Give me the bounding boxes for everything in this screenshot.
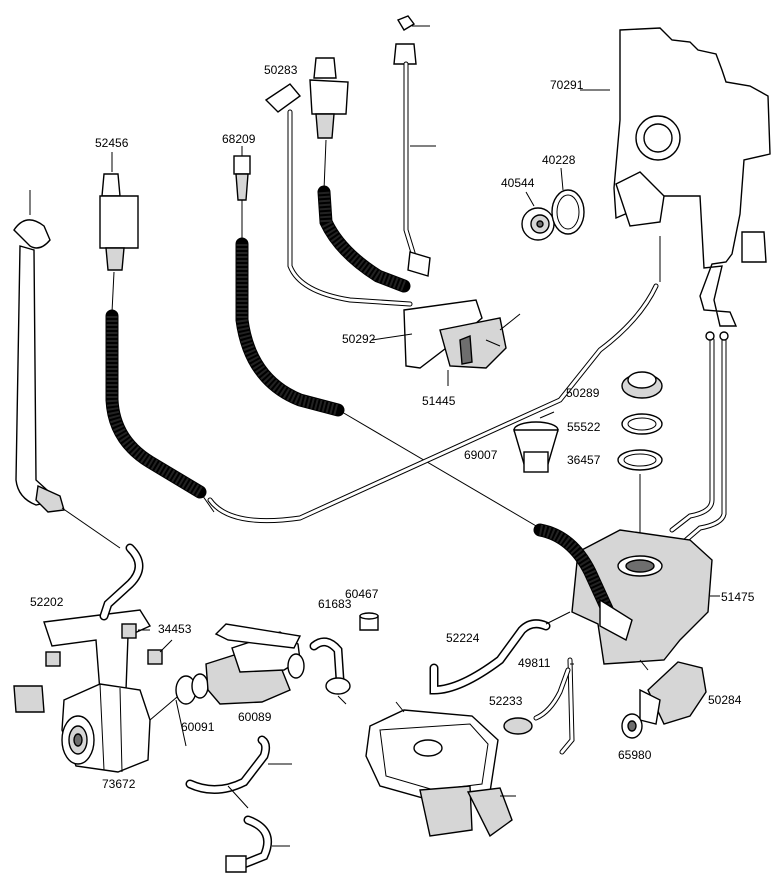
label-50292: 50292 bbox=[342, 332, 376, 346]
hose-left-to-pump bbox=[99, 543, 144, 621]
right-tubes bbox=[669, 331, 729, 543]
inlet-pipe-top bbox=[393, 15, 436, 277]
part-69007-filter bbox=[513, 411, 559, 473]
label-52233: 52233 bbox=[489, 694, 523, 708]
part-50289-55522-36457 bbox=[617, 371, 663, 560]
label-34453: 34453 bbox=[158, 622, 192, 636]
label-50289: 50289 bbox=[566, 386, 600, 400]
label-60091: 60091 bbox=[181, 720, 215, 734]
label-60089: 60089 bbox=[238, 710, 272, 724]
label-68209: 68209 bbox=[222, 132, 256, 146]
label-60467: 60467 bbox=[345, 587, 379, 601]
label-40228: 40228 bbox=[542, 153, 576, 167]
label-55522: 55522 bbox=[567, 420, 601, 434]
label-61683: 61683 bbox=[318, 597, 352, 611]
label-36457: 36457 bbox=[567, 453, 601, 467]
part-50292-51445-valve bbox=[371, 299, 521, 386]
part-50283-hose bbox=[264, 57, 413, 307]
part-50284-65980 bbox=[621, 659, 707, 739]
sump-base bbox=[365, 701, 516, 838]
label-50284: 50284 bbox=[708, 693, 742, 707]
label-49811: 49811 bbox=[518, 656, 551, 670]
part-70291-reservoir bbox=[580, 27, 771, 327]
drain-line bbox=[207, 283, 659, 524]
part-52224-hose bbox=[429, 611, 571, 695]
part-68209-hose bbox=[233, 146, 561, 541]
label-52224: 52224 bbox=[446, 631, 480, 645]
label-51475: 51475 bbox=[721, 590, 755, 604]
part-labels: 52456 50283 68209 70291 40544 40228 5029… bbox=[30, 63, 755, 791]
label-65980: 65980 bbox=[618, 748, 652, 762]
part-61683-60467 bbox=[309, 612, 379, 705]
part-60091-60089 bbox=[175, 623, 305, 705]
part-40544-40228 bbox=[521, 167, 585, 241]
inlet-arm-left bbox=[13, 190, 121, 549]
label-52456: 52456 bbox=[95, 136, 129, 150]
label-52202: 52202 bbox=[30, 595, 64, 609]
label-51445: 51445 bbox=[422, 394, 456, 408]
label-69007: 69007 bbox=[464, 448, 498, 462]
part-73672-pump bbox=[61, 683, 191, 773]
label-40544: 40544 bbox=[501, 176, 535, 190]
part-49811-52233 bbox=[503, 657, 575, 755]
part-52456-hose bbox=[99, 152, 215, 513]
lower-hoses bbox=[175, 699, 292, 873]
label-50283: 50283 bbox=[264, 63, 298, 77]
label-70291: 70291 bbox=[550, 78, 584, 92]
label-73672: 73672 bbox=[102, 777, 136, 791]
part-51475-sump bbox=[533, 523, 720, 665]
